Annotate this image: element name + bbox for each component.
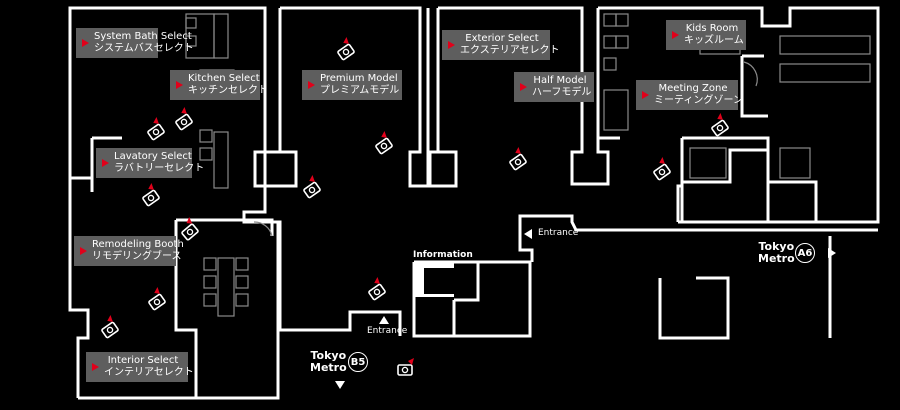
entrance-east-label: Entrance (538, 228, 579, 238)
camera-icon (142, 116, 168, 141)
walls (68, 6, 880, 400)
arrow-right-icon (308, 81, 315, 89)
arrow-right-icon (642, 91, 649, 99)
arrow-right-icon (176, 81, 183, 89)
metro-exit-badge-b5: B5 (348, 352, 368, 372)
arrow-up-icon (379, 316, 389, 324)
camera-icon (370, 130, 396, 155)
arrow-right-icon (520, 83, 527, 91)
camera-icon (137, 182, 163, 207)
direction-arrows (335, 229, 836, 389)
camera-icon (298, 174, 324, 199)
arrow-right-icon (448, 41, 455, 49)
camera-icon (363, 276, 389, 301)
arrow-left-icon (524, 229, 532, 239)
furniture (185, 13, 871, 317)
camera-icon (143, 286, 169, 311)
arrow-right-icon (102, 159, 109, 167)
camera-icon (397, 357, 415, 376)
camera-icon (96, 314, 122, 339)
camera-icon (706, 112, 732, 137)
arrow-right-icon (82, 39, 89, 47)
metro-exit-badge-a6: A6 (795, 243, 815, 263)
entrance-south-label: Entrance (367, 326, 408, 336)
arrow-right-icon (80, 247, 87, 255)
arrow-right-icon (672, 31, 679, 39)
arrow-right-icon (92, 363, 99, 371)
information-block (414, 262, 454, 297)
information-label: Information (413, 250, 473, 260)
camera-icon (170, 106, 196, 131)
arrow-right-icon (828, 248, 836, 258)
camera-icon (332, 36, 358, 61)
camera-icon (648, 156, 674, 181)
arrow-down-icon (335, 381, 345, 389)
camera-icon (504, 146, 530, 171)
